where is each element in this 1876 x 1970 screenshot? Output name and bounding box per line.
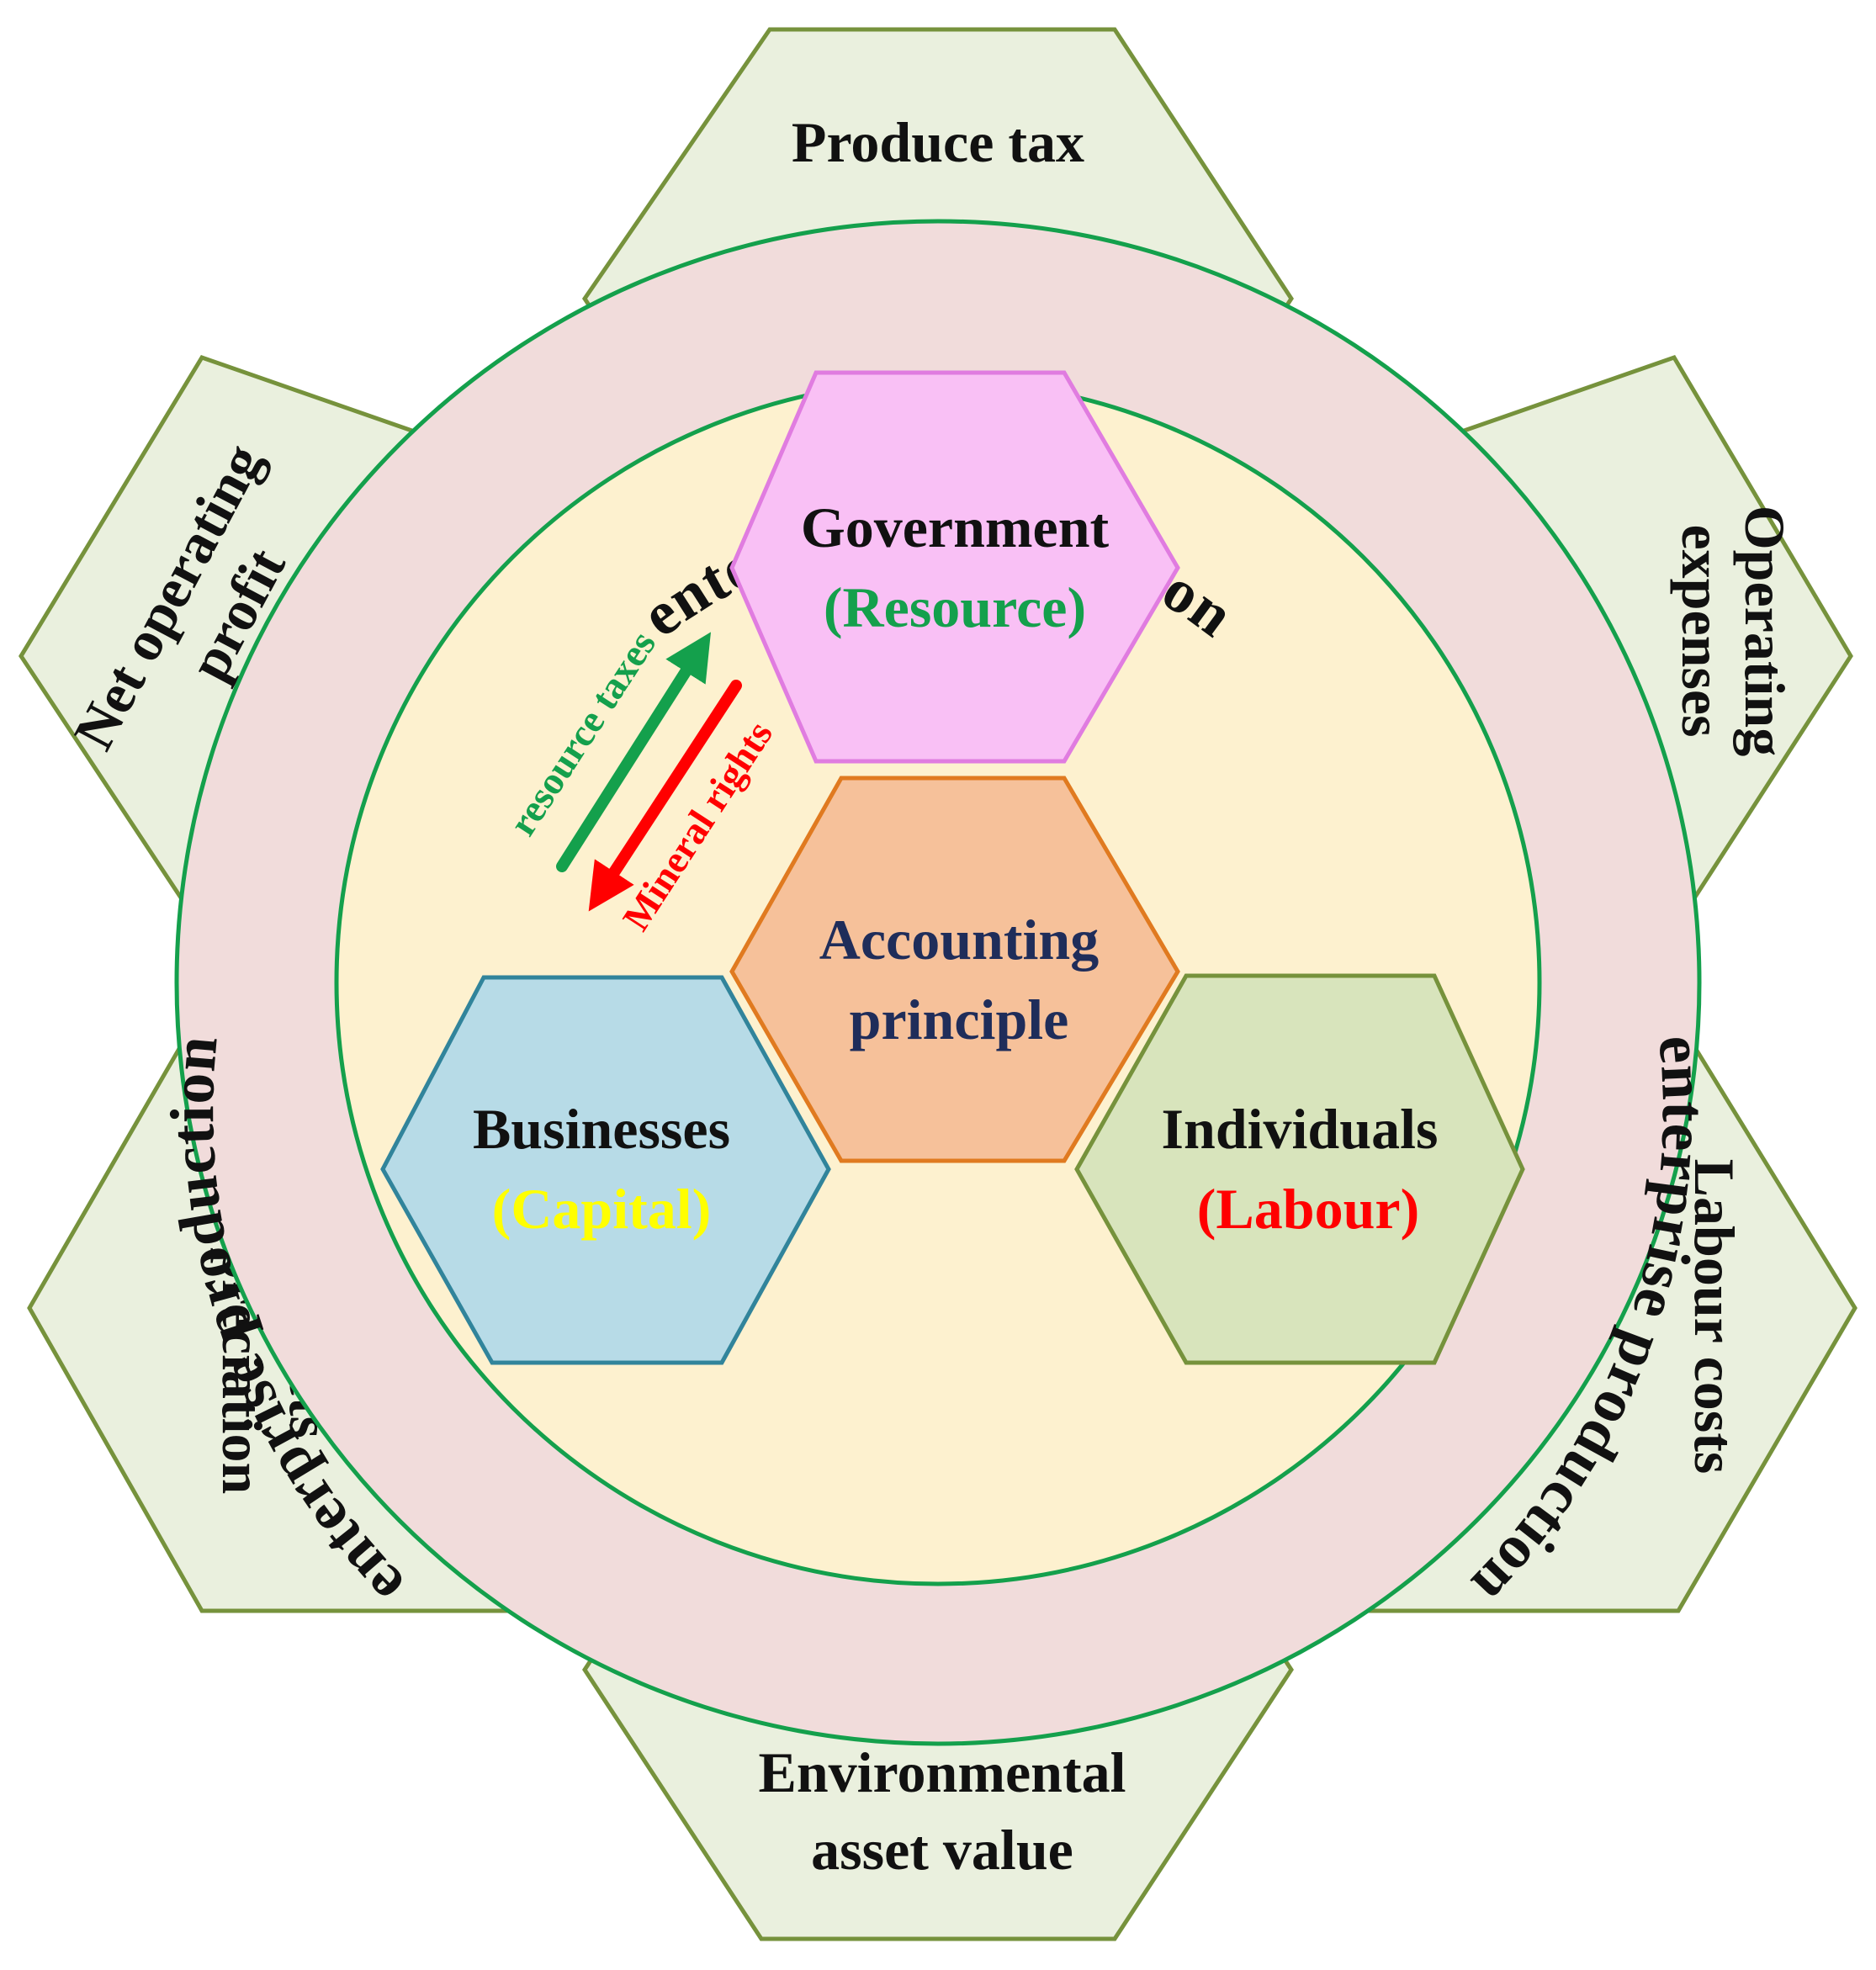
center-line1: Accounting [819,908,1099,972]
individuals-subtitle: (Labour) [1197,1177,1419,1241]
hexagon-individuals: Individuals (Labour) [1074,973,1525,1365]
individuals-title: Individuals [1162,1097,1439,1161]
hexagon-accounting-principle: Accounting principle [729,776,1180,1163]
outer-hex-lower-right-label: Labour costs [1683,1159,1746,1475]
government-title: Government [801,495,1110,559]
outer-hex-upper-right-line1: Operating [1733,506,1797,756]
outer-hex-upper-right-line2: expenses [1670,524,1734,737]
outer-hex-bottom-line1: Environmental [758,1740,1126,1804]
government-subtitle: (Resource) [824,575,1086,639]
businesses-title: Businesses [473,1097,730,1161]
hexagon-businesses: Businesses (Capital) [380,975,831,1365]
center-line2: principle [850,988,1069,1051]
businesses-subtitle: (Capital) [492,1177,712,1241]
hexagon-government: Government (Resource) [729,370,1180,764]
outer-hex-bottom-line2: asset value [811,1818,1073,1882]
outer-hex-top-label: Produce tax [792,110,1084,174]
